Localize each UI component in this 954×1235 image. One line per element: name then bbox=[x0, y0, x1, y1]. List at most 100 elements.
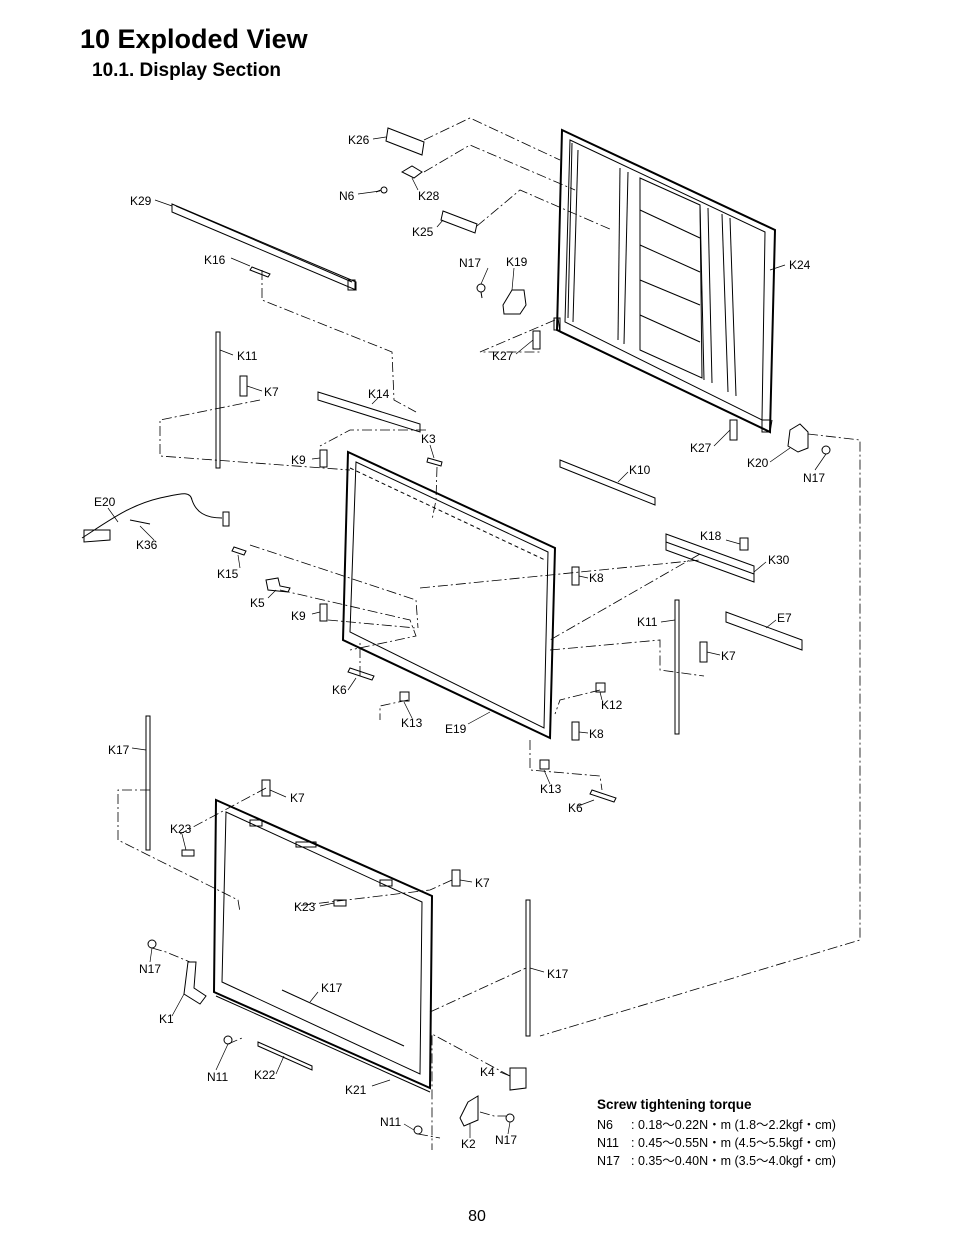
label-k29: K29 bbox=[130, 194, 152, 208]
label-k13-a: K13 bbox=[401, 716, 423, 730]
label-k24: K24 bbox=[789, 258, 811, 272]
hinge-k2 bbox=[459, 1095, 479, 1127]
label-n11-a: N11 bbox=[207, 1070, 228, 1084]
bracket-k4 bbox=[509, 1067, 527, 1091]
label-k2: K2 bbox=[461, 1137, 476, 1151]
pad-k8-b bbox=[571, 721, 580, 741]
label-k12: K12 bbox=[601, 698, 623, 712]
pad-k7-a bbox=[239, 375, 248, 397]
label-k23-b: K23 bbox=[294, 900, 316, 914]
pad-k7-d bbox=[451, 869, 461, 887]
k36 bbox=[129, 519, 151, 525]
label-k18: K18 bbox=[700, 529, 722, 543]
part-k3 bbox=[426, 457, 443, 467]
torque-title: Screw tightening torque bbox=[597, 1097, 752, 1112]
pad-k27a bbox=[532, 330, 541, 350]
label-n6: N6 bbox=[339, 189, 355, 203]
label-k26: K26 bbox=[348, 133, 370, 147]
label-k22: K22 bbox=[254, 1068, 276, 1082]
pad-k9-a bbox=[319, 449, 328, 468]
label-n17-a: N17 bbox=[459, 256, 481, 270]
label-k10: K10 bbox=[629, 463, 651, 477]
pad-k23-a bbox=[181, 849, 195, 857]
label-e19: E19 bbox=[445, 722, 467, 736]
label-k19: K19 bbox=[506, 255, 528, 269]
hinge-cover-k19 bbox=[502, 289, 527, 315]
torque-screw: N11 bbox=[597, 1136, 620, 1150]
label-k15: K15 bbox=[217, 567, 239, 581]
torque-value: : 0.35～0.40N・m (3.5～4.0kgf・cm) bbox=[631, 1154, 836, 1168]
label-k9-b: K9 bbox=[291, 609, 306, 623]
label-k17-a: K17 bbox=[108, 743, 130, 757]
label-k6-b: K6 bbox=[568, 801, 583, 815]
label-k11-b: K11 bbox=[637, 615, 658, 629]
label-k28: K28 bbox=[418, 189, 440, 203]
bar-k22 bbox=[257, 1041, 313, 1071]
torque-value: : 0.45～0.55N・m (4.5～5.5kgf・cm) bbox=[631, 1136, 836, 1150]
label-k36: K36 bbox=[136, 538, 158, 552]
label-k27-a: K27 bbox=[492, 349, 514, 363]
label-k27-b: K27 bbox=[690, 441, 712, 455]
label-k7-d: K7 bbox=[475, 876, 490, 890]
label-k25: K25 bbox=[412, 225, 434, 239]
torque-screw: N6 bbox=[597, 1118, 613, 1132]
bracket-k5 bbox=[265, 577, 291, 593]
label-n17-d: N17 bbox=[495, 1133, 517, 1147]
pad-k6-a bbox=[347, 667, 375, 681]
subsection-title: 10.1. Display Section bbox=[92, 60, 282, 81]
label-k20: K20 bbox=[747, 456, 769, 470]
label-k6-a: K6 bbox=[332, 683, 347, 697]
label-k17-b: K17 bbox=[547, 967, 569, 981]
label-n11-b: N11 bbox=[380, 1115, 401, 1129]
label-k16: K16 bbox=[204, 253, 226, 267]
pad-k25 bbox=[440, 210, 478, 234]
label-k4: K4 bbox=[480, 1065, 495, 1079]
label-e7: E7 bbox=[777, 611, 792, 625]
part-k12 bbox=[595, 682, 606, 693]
bar-k14 bbox=[317, 391, 421, 433]
torque-row: N11 : 0.45～0.55N・m (4.5～5.5kgf・cm) bbox=[597, 1134, 836, 1152]
rail-k11-right bbox=[674, 599, 680, 735]
label-e20: E20 bbox=[94, 495, 116, 509]
label-k8-b: K8 bbox=[589, 727, 604, 741]
label-k21: K21 bbox=[345, 1083, 367, 1097]
label-k23-a: K23 bbox=[170, 822, 192, 836]
label-k13-b: K13 bbox=[540, 782, 562, 796]
label-n17-c: N17 bbox=[139, 962, 161, 976]
label-k14: K14 bbox=[368, 387, 390, 401]
pad-k7-c bbox=[261, 779, 271, 797]
label-k5: K5 bbox=[250, 596, 265, 610]
hinge-k1 bbox=[183, 961, 207, 1005]
pad-k15 bbox=[231, 546, 247, 556]
rail-k17-left bbox=[145, 715, 151, 851]
rail-k11-left bbox=[215, 331, 221, 469]
pad-k16 bbox=[249, 266, 271, 278]
bracket-k28 bbox=[400, 165, 423, 179]
label-k7-a: K7 bbox=[264, 385, 279, 399]
rear-cover-k24 bbox=[553, 128, 777, 434]
label-k30: K30 bbox=[768, 553, 790, 567]
label-k8-a: K8 bbox=[589, 571, 604, 585]
pad-k26 bbox=[385, 127, 425, 156]
pad-k9-b bbox=[319, 603, 328, 622]
pad-k6-b bbox=[589, 789, 617, 803]
torque-value: : 0.18～0.22N・m (1.8～2.2kgf・cm) bbox=[631, 1118, 836, 1132]
label-n17-b: N17 bbox=[803, 471, 825, 485]
lcd-panel-e19 bbox=[341, 450, 557, 740]
section-title: 10 Exploded View bbox=[80, 24, 308, 54]
front-bezel-k21 bbox=[212, 798, 434, 1093]
pad-k7-b bbox=[699, 641, 708, 663]
rail-k17-inner bbox=[281, 989, 405, 1047]
bar-k10 bbox=[559, 459, 656, 506]
rail-k17-right bbox=[525, 899, 531, 1037]
page-number: 80 bbox=[468, 1208, 486, 1225]
cable-e20 bbox=[81, 493, 223, 539]
board-e7 bbox=[725, 611, 803, 651]
pad-k8-a bbox=[571, 566, 580, 586]
torque-screw: N17 bbox=[597, 1154, 620, 1168]
label-k17-c: K17 bbox=[321, 981, 343, 995]
part-k13-b bbox=[539, 759, 550, 770]
torque-row: N17 : 0.35～0.40N・m (3.5～4.0kgf・cm) bbox=[597, 1152, 836, 1170]
rail-k29 bbox=[171, 203, 357, 291]
